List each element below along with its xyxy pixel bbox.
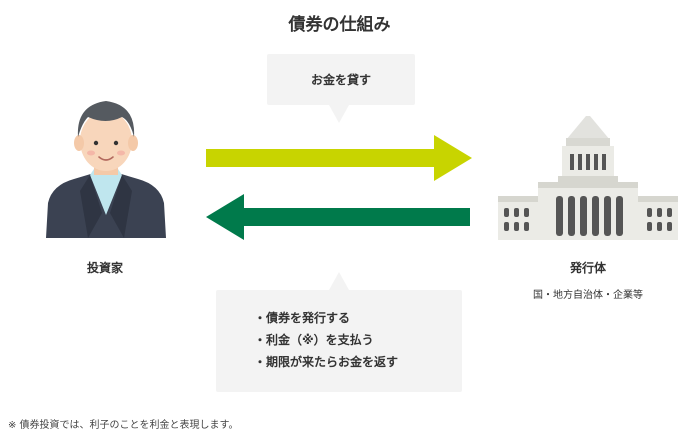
- issuer-sublabel: 国・地方自治体・企業等: [533, 290, 643, 301]
- obligations-list: ・債券を発行する ・利金（※）を支払う ・期限が来たらお金を返す: [254, 310, 398, 376]
- government-building-icon: [498, 116, 678, 240]
- bubble-tail: [329, 272, 349, 290]
- list-item: ・債券を発行する: [254, 311, 351, 325]
- person-icon: [46, 101, 166, 238]
- issuer-obligations-bubble: ・債券を発行する ・利金（※）を支払う ・期限が来たらお金を返す: [216, 272, 462, 392]
- issuer-label: 発行体: [569, 261, 606, 275]
- footnote: ※ 債券投資では、利子のことを利金と表現します。: [8, 420, 239, 431]
- page-title: 債券の仕組み: [288, 15, 391, 35]
- lend-money-text: お金を貸す: [310, 73, 371, 87]
- investor-label: 投資家: [86, 261, 123, 275]
- lend-money-bubble: お金を貸す: [267, 54, 415, 123]
- list-item: ・期限が来たらお金を返す: [254, 355, 399, 369]
- list-item: ・利金（※）を支払う: [254, 333, 374, 347]
- arrow-left-icon: [206, 194, 470, 240]
- arrow-right-icon: [206, 135, 472, 181]
- bubble-tail: [329, 105, 349, 123]
